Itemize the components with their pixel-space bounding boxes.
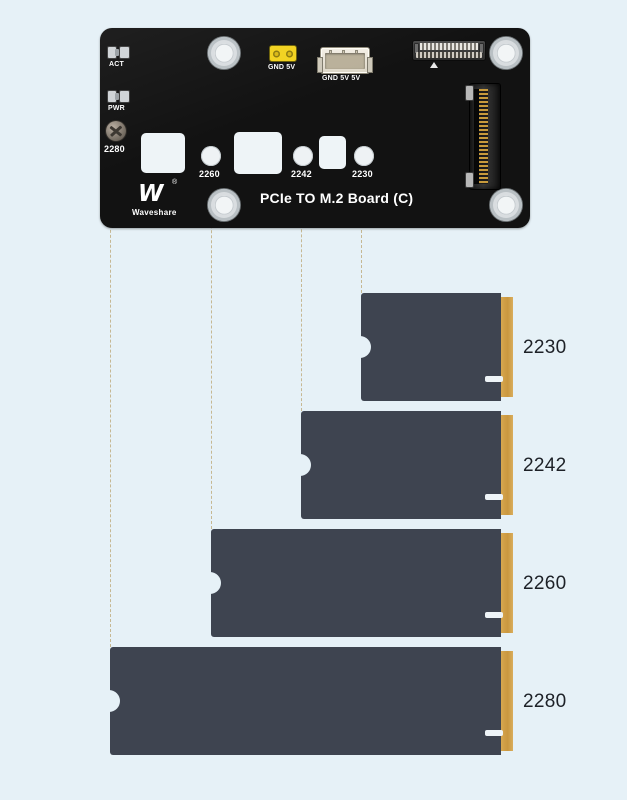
waveshare-logo-mark: W [138, 181, 163, 207]
ssd-2260-label: 2260 [523, 573, 567, 594]
mounting-hole-bottom-right [490, 189, 522, 221]
board-label-2260: 2260 [199, 169, 220, 179]
ssd-2230-label: 2230 [523, 337, 567, 358]
ssd-2242-pcb [301, 411, 513, 519]
ssd-2260-mount-notch [210, 572, 221, 594]
ssd-2230-corner-relief-top [501, 293, 513, 297]
jst-leg-left [318, 58, 322, 72]
mounting-hole-top-right [490, 37, 522, 69]
ssd-2280-gold-fingers [501, 647, 513, 755]
act-led-label: ACT [109, 61, 124, 68]
standoff-pad-2230 [354, 146, 374, 166]
callout-line-2280 [110, 150, 111, 647]
ssd-2260-gold-fingers [501, 529, 513, 637]
mounting-hole-bottom-left [208, 189, 240, 221]
ssd-2242-label: 2242 [523, 455, 567, 476]
ssd-2230 [360, 293, 513, 401]
pin1-marker-icon [430, 62, 438, 68]
ssd-2280 [109, 647, 513, 755]
board-label-2242: 2242 [291, 169, 312, 179]
board-label-2280: 2280 [104, 144, 125, 154]
registered-trademark-icon: ® [172, 179, 178, 186]
ssd-2260-corner-relief-bottom [501, 633, 513, 637]
board-label-2230: 2230 [352, 169, 373, 179]
standoff-pad-2260 [201, 146, 221, 166]
act-led-component [108, 46, 130, 59]
ssd-2230-corner-relief-bottom [501, 397, 513, 401]
pcie-to-m2-board: ACT PWR 2280 2260 2242 2230 GND 5V [100, 28, 530, 228]
ssd-2280-mount-notch [109, 690, 120, 712]
ssd-2230-pcb [361, 293, 513, 401]
power-test-pad-label: GND 5V [268, 64, 296, 71]
ssd-2280-corner-relief-top [501, 647, 513, 651]
jst-leg-right [368, 58, 372, 72]
callout-line-2242 [301, 150, 302, 411]
ssd-2242-m-key-notch [485, 494, 503, 500]
ssd-2230-mount-notch [360, 336, 371, 358]
ssd-2280-label: 2280 [523, 691, 567, 712]
standoff-screw-2280 [106, 121, 126, 141]
keepout-window-middle [234, 132, 282, 174]
standoff-pad-2242 [293, 146, 313, 166]
ssd-2230-gold-fingers [501, 293, 513, 401]
mounting-hole-top-left [208, 37, 240, 69]
board-product-title: PCIe TO M.2 Board (C) [260, 190, 414, 206]
ssd-2260-pcb [211, 529, 513, 637]
power-test-pad [270, 46, 296, 61]
m2-key-m-socket [466, 84, 500, 189]
ssd-2242-gold-fingers [501, 411, 513, 519]
ssd-2260 [210, 529, 513, 637]
pwr-led-component [108, 90, 130, 103]
ssd-2260-corner-relief-top [501, 529, 513, 533]
ssd-2280-corner-relief-bottom [501, 751, 513, 755]
power-connector-label: GND 5V 5V [322, 75, 361, 82]
ssd-2230-m-key-notch [485, 376, 503, 382]
waveshare-logo-text: Waveshare [132, 208, 177, 217]
keepout-window-left [141, 133, 185, 173]
keepout-window-right [319, 136, 346, 169]
pwr-led-label: PWR [108, 105, 125, 112]
ssd-2280-pcb [110, 647, 513, 755]
ssd-2242-corner-relief-bottom [501, 515, 513, 519]
ssd-2242 [300, 411, 513, 519]
ssd-2242-mount-notch [300, 454, 311, 476]
waveshare-logo: W ® Waveshare [132, 179, 194, 217]
power-jst-connector [321, 48, 369, 73]
ssd-2280-m-key-notch [485, 730, 503, 736]
ssd-2260-m-key-notch [485, 612, 503, 618]
callout-line-2260 [211, 150, 212, 529]
ssd-2242-corner-relief-top [501, 411, 513, 415]
pcie-fpc-connector [413, 41, 485, 60]
